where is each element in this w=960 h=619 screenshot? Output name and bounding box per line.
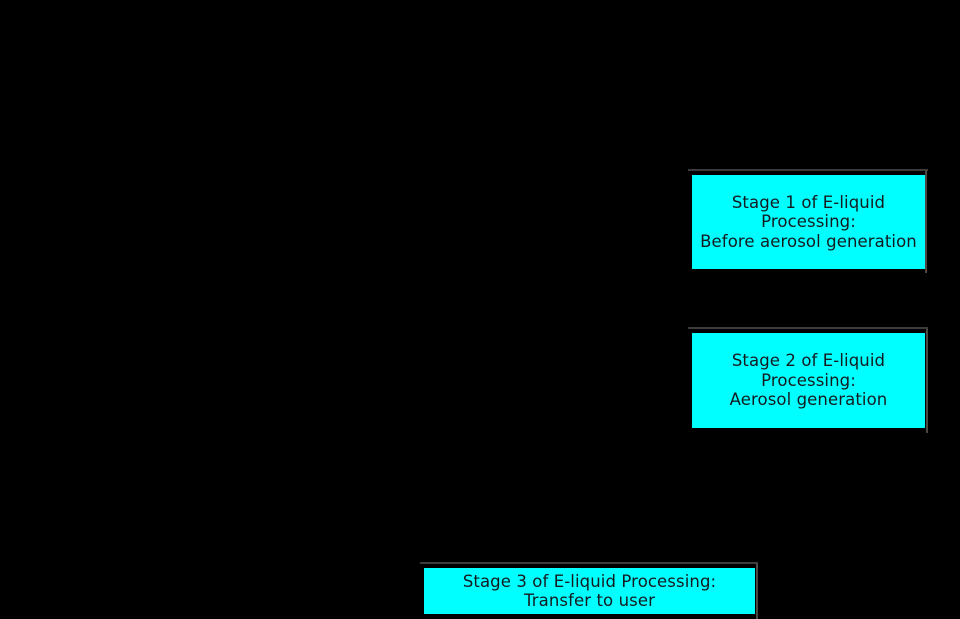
stage-2-right-border	[926, 329, 928, 433]
node-stage-2[interactable]: Stage 2 of E-liquid Processing: Aerosol …	[692, 333, 925, 428]
stage-3-right-border	[756, 563, 758, 619]
stage-2-top-border	[688, 327, 928, 329]
stage-1-top-border	[688, 169, 928, 171]
node-stage-3-label: Stage 3 of E-liquid Processing: Transfer…	[462, 571, 717, 610]
stage-1-right-border	[925, 170, 927, 273]
node-stage-3[interactable]: Stage 3 of E-liquid Processing: Transfer…	[424, 568, 755, 614]
stage-3-top-border	[420, 562, 758, 564]
node-stage-1-label: Stage 1 of E-liquid Processing: Before a…	[700, 192, 917, 251]
node-stage-2-label: Stage 2 of E-liquid Processing: Aerosol …	[729, 351, 888, 410]
node-stage-1[interactable]: Stage 1 of E-liquid Processing: Before a…	[692, 175, 925, 269]
